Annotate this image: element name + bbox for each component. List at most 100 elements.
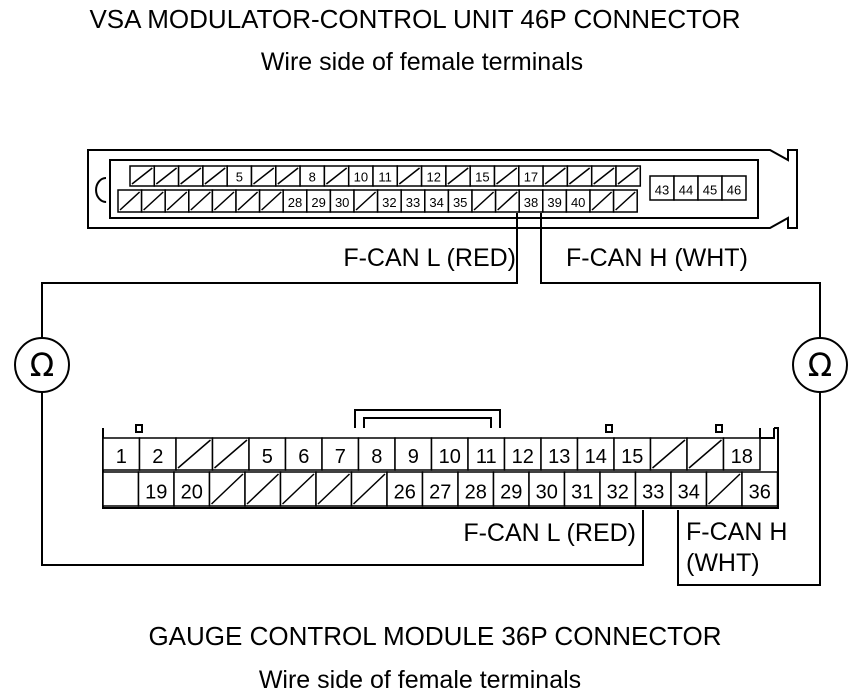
terminal-cell: 11	[467, 437, 506, 471]
unused-terminal-slash	[325, 167, 348, 185]
unused-terminal-slash	[447, 167, 469, 185]
terminal-number: 15	[475, 170, 489, 185]
terminal-number: 28	[465, 482, 487, 504]
terminal-cell: 8	[357, 437, 396, 471]
bottom-f-can-l-label: F-CAN L (RED)	[463, 519, 636, 547]
terminal-cell: 10	[347, 165, 374, 187]
terminal-number: 9	[408, 446, 419, 468]
terminal-cell	[493, 165, 520, 187]
terminal-cell	[275, 165, 301, 187]
terminal-number: 1	[116, 446, 127, 468]
unused-terminal-slash	[166, 191, 188, 211]
terminal-number: 19	[145, 482, 167, 504]
terminal-number: 11	[378, 170, 392, 185]
terminal-cell: 32	[376, 189, 402, 213]
terminal-cell	[612, 189, 638, 213]
wire-lines	[41, 213, 821, 586]
terminal-number: 44	[679, 183, 693, 198]
unused-terminal-slash	[143, 191, 164, 211]
terminal-number: 33	[642, 482, 664, 504]
terminal-cell: 10	[430, 437, 469, 471]
terminal-cell	[590, 165, 617, 187]
top-f-can-l-label: F-CAN L (RED)	[343, 244, 516, 272]
terminal-cell: 2	[138, 437, 177, 471]
terminal-cell: 18	[722, 437, 761, 471]
unused-terminal-slash	[591, 191, 613, 211]
unused-terminal-slash	[204, 167, 226, 185]
terminal-cell	[164, 189, 190, 213]
terminal-cell: 12	[420, 165, 447, 187]
terminal-cell: 6	[284, 437, 323, 471]
terminal-number: 12	[512, 446, 534, 468]
unused-terminal-slash	[615, 191, 636, 211]
terminal-number: 18	[731, 446, 753, 468]
terminal-cell	[589, 189, 615, 213]
terminal-cell: 15	[613, 437, 652, 471]
terminal-number: 17	[524, 170, 538, 185]
terminal-cell: 36	[741, 471, 779, 507]
unused-terminal-slash	[496, 167, 518, 185]
ohm-symbol-right: Ω	[808, 346, 832, 384]
terminal-cell	[129, 165, 156, 187]
unused-terminal-slash	[277, 167, 299, 185]
terminal-cell: 1	[102, 437, 141, 471]
unused-terminal-slash	[398, 167, 421, 185]
bottom-connector-subtitle: Wire side of female terminals	[259, 666, 581, 694]
terminal-cell	[686, 437, 725, 471]
unused-terminal-slash	[210, 473, 244, 505]
unused-terminal-slash	[177, 439, 211, 469]
terminal-cell: 33	[400, 189, 426, 213]
terminal-cell	[279, 471, 317, 507]
unused-terminal-slash	[688, 439, 722, 469]
terminal-cell	[542, 165, 569, 187]
terminal-cell	[323, 165, 350, 187]
terminal-cell: 29	[492, 471, 530, 507]
terminal-cell: 31	[563, 471, 601, 507]
unused-terminal-slash	[190, 191, 211, 211]
unused-terminal-slash	[593, 167, 615, 185]
unused-terminal-slash	[617, 167, 639, 185]
terminal-cell: 8	[299, 165, 326, 187]
terminal-cell	[235, 189, 261, 213]
terminal-cell: 30	[329, 189, 355, 213]
unused-terminal-slash	[246, 473, 280, 505]
terminal-number: 5	[262, 446, 273, 468]
ohmmeter-left-icon: Ω	[14, 337, 70, 393]
terminal-cell	[211, 437, 250, 471]
terminal-cell	[175, 437, 214, 471]
terminal-cell: 9	[394, 437, 433, 471]
terminal-cell	[315, 471, 353, 507]
terminal-cell	[244, 471, 282, 507]
terminal-cell	[350, 471, 388, 507]
terminal-cell	[208, 471, 246, 507]
terminal-cell: 30	[528, 471, 566, 507]
terminal-cell: 11	[372, 165, 399, 187]
terminal-cell: 26	[386, 471, 424, 507]
terminal-number: 29	[311, 195, 325, 210]
top-connector-title: VSA MODULATOR-CONTROL UNIT 46P CONNECTOR	[89, 4, 740, 34]
terminal-number: 34	[678, 482, 700, 504]
bottom-f-can-h-color: (WHT)	[686, 549, 760, 577]
terminal-cell	[649, 437, 688, 471]
unused-terminal-slash	[253, 167, 275, 185]
terminal-cell: 39	[542, 189, 568, 213]
terminal-cell: 7	[321, 437, 360, 471]
terminal-cell: 33	[634, 471, 672, 507]
terminal-cell	[566, 165, 593, 187]
terminal-cell	[250, 165, 277, 187]
terminal-cell: 40	[565, 189, 591, 213]
terminal-cell	[494, 189, 520, 213]
unused-terminal-slash	[119, 191, 141, 211]
terminal-number: 10	[439, 446, 461, 468]
unused-terminal-slash	[355, 191, 377, 211]
bottom-f-can-h-label: F-CAN H	[686, 518, 787, 546]
terminal-number: 6	[298, 446, 309, 468]
terminal-number: 10	[354, 170, 368, 185]
terminal-cell: 29	[306, 189, 332, 213]
unused-terminal-slash	[214, 439, 248, 469]
